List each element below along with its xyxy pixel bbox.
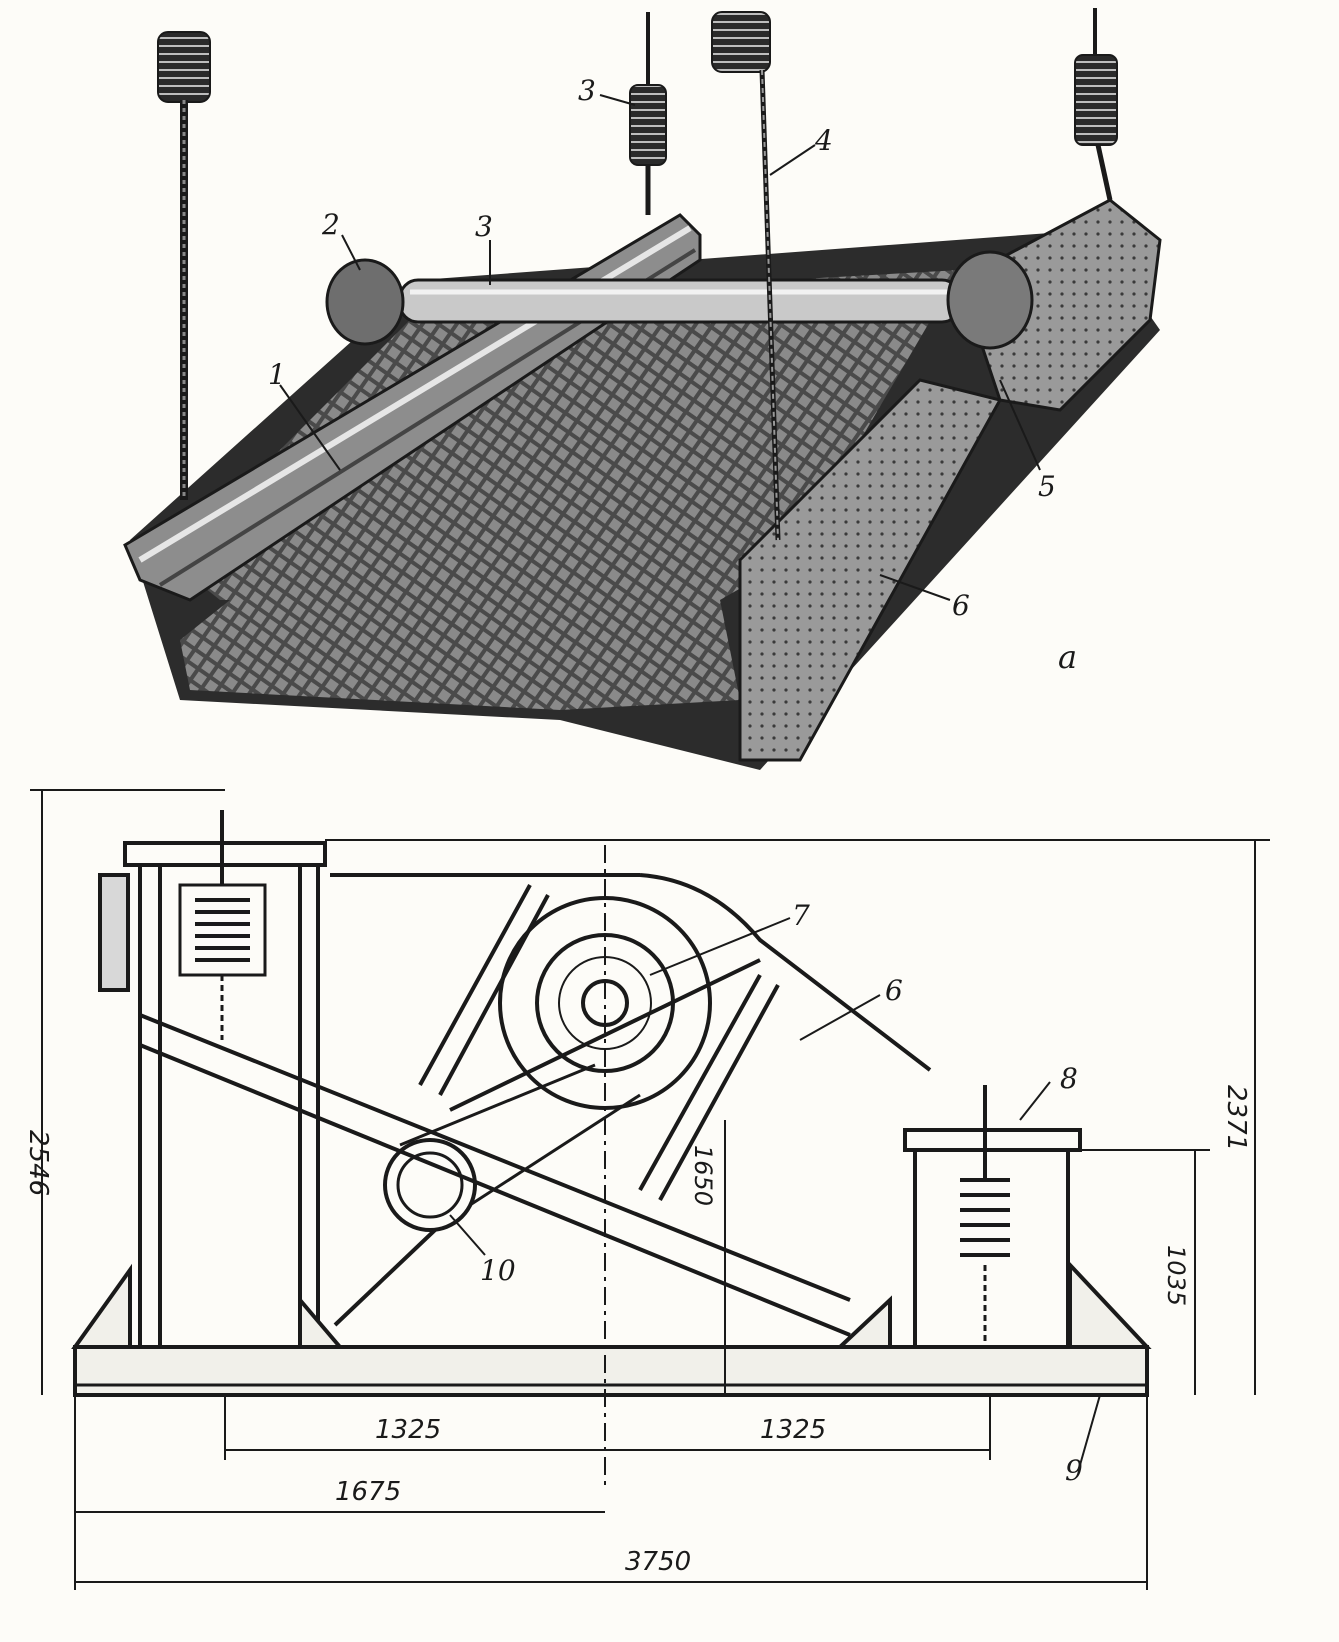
label-7: 7 bbox=[792, 899, 810, 932]
motor-pulley bbox=[333, 1063, 641, 1327]
screen-mesh-deck bbox=[170, 270, 960, 600]
suspension-right bbox=[1074, 8, 1118, 201]
dim-1675: 1675 bbox=[335, 1477, 401, 1507]
suspension-left bbox=[157, 31, 211, 500]
label-9: 9 bbox=[1065, 1454, 1083, 1487]
side-wall bbox=[738, 378, 1003, 762]
label-6-bottom: 6 bbox=[885, 974, 903, 1007]
base-frame bbox=[73, 1345, 1149, 1397]
dim-1650: 1650 bbox=[689, 1145, 717, 1206]
dim-1325-left: 1325 bbox=[375, 1415, 441, 1445]
label-3-prime: 3 bbox=[475, 210, 493, 243]
label-1: 1 bbox=[268, 358, 286, 391]
perspective-view: 1 2 3 3 4 5 6 a bbox=[123, 8, 1162, 770]
dim-2371: 2371 bbox=[1221, 1085, 1251, 1151]
dim-3750: 3750 bbox=[625, 1547, 691, 1577]
suspension-rod-4 bbox=[711, 11, 781, 541]
screen-box-side bbox=[139, 873, 932, 1337]
vibrator-shaft bbox=[325, 250, 1034, 350]
right-support-frame bbox=[834, 1128, 1152, 1349]
label-3: 3 bbox=[578, 74, 596, 107]
label-4: 4 bbox=[814, 124, 833, 157]
dim-1325-right: 1325 bbox=[760, 1415, 826, 1445]
label-6-top: 6 bbox=[952, 589, 970, 622]
right-spring bbox=[960, 1085, 1010, 1345]
label-5: 5 bbox=[1038, 470, 1056, 503]
callout-leaders-top bbox=[279, 94, 1041, 601]
callout-leaders-bottom bbox=[449, 917, 1101, 1466]
label-10: 10 bbox=[480, 1254, 516, 1287]
lower-mesh-deck bbox=[180, 600, 740, 710]
label-8: 8 bbox=[1060, 1062, 1078, 1095]
screen-box bbox=[130, 198, 1162, 770]
label-a: a bbox=[1058, 638, 1077, 676]
dim-1035: 1035 bbox=[1162, 1245, 1190, 1306]
left-spring bbox=[178, 810, 267, 1040]
left-support-frame bbox=[71, 841, 345, 1349]
dimension-lines bbox=[30, 789, 1270, 1590]
dim-2546: 2546 bbox=[23, 1130, 53, 1196]
side-elevation: 7 6 8 9 10 2546 2371 1650 1035 1325 1325… bbox=[23, 789, 1270, 1590]
label-2: 2 bbox=[321, 208, 340, 241]
suspension-spring-3 bbox=[629, 12, 667, 215]
unbalance-pulley bbox=[325, 258, 405, 346]
bearing-housing bbox=[946, 250, 1034, 350]
